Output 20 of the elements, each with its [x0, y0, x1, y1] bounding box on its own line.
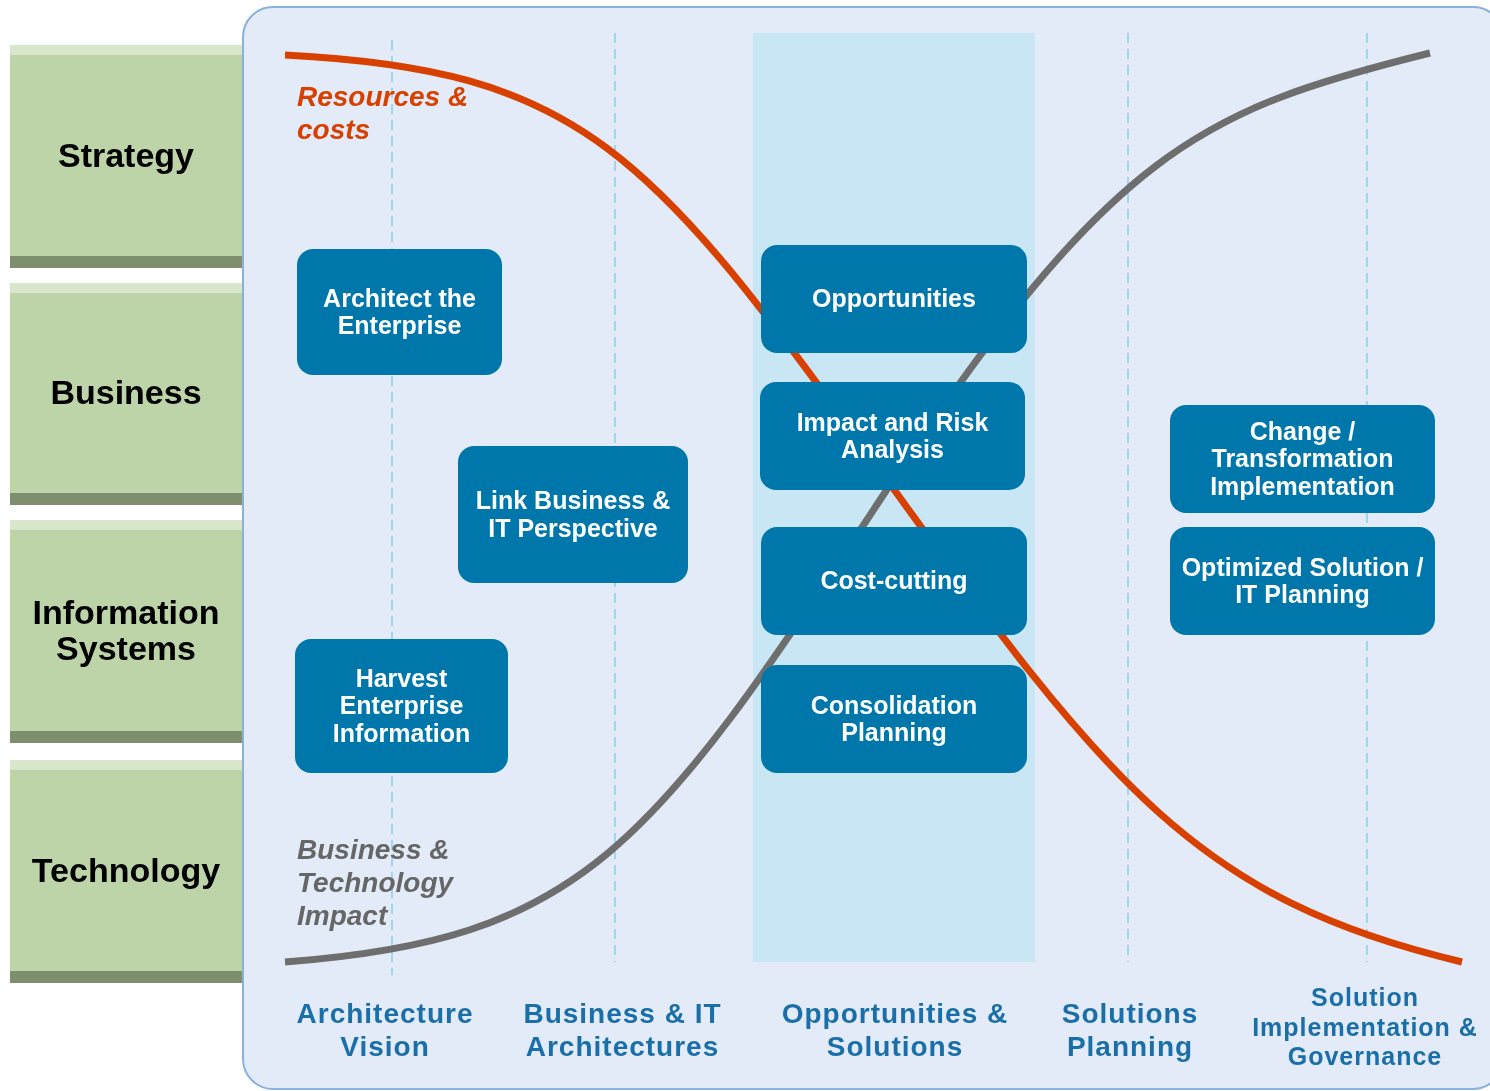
- phase-label: Opportunities & Solutions: [780, 997, 1010, 1064]
- process-box: Link Business & IT Perspective: [458, 446, 688, 583]
- process-box: Architect the Enterprise: [297, 249, 502, 375]
- process-box: Harvest Enterprise Information: [295, 639, 508, 773]
- layer-band: Business: [10, 283, 242, 505]
- phase-label: Architecture Vision: [295, 997, 475, 1064]
- curve-label: Resources & costs: [297, 80, 470, 147]
- process-box: Optimized Solution / IT Planning: [1170, 527, 1435, 635]
- process-box: Impact and Risk Analysis: [760, 382, 1025, 490]
- process-box: Opportunities: [761, 245, 1027, 353]
- process-box: Change / Transformation Implementation: [1170, 405, 1435, 513]
- layer-band: Technology: [10, 760, 242, 983]
- curve-label: Business & Technology Impact: [297, 833, 455, 933]
- phase-label: Solutions Planning: [1060, 997, 1200, 1064]
- phase-label: Business & IT Architectures: [522, 997, 723, 1064]
- phase-label: Solution Implementation & Governance: [1251, 983, 1479, 1072]
- process-box: Cost-cutting: [761, 527, 1027, 635]
- layer-band: Strategy: [10, 45, 242, 268]
- process-box: Consolidation Planning: [761, 665, 1027, 773]
- layer-band: Information Systems: [10, 520, 242, 743]
